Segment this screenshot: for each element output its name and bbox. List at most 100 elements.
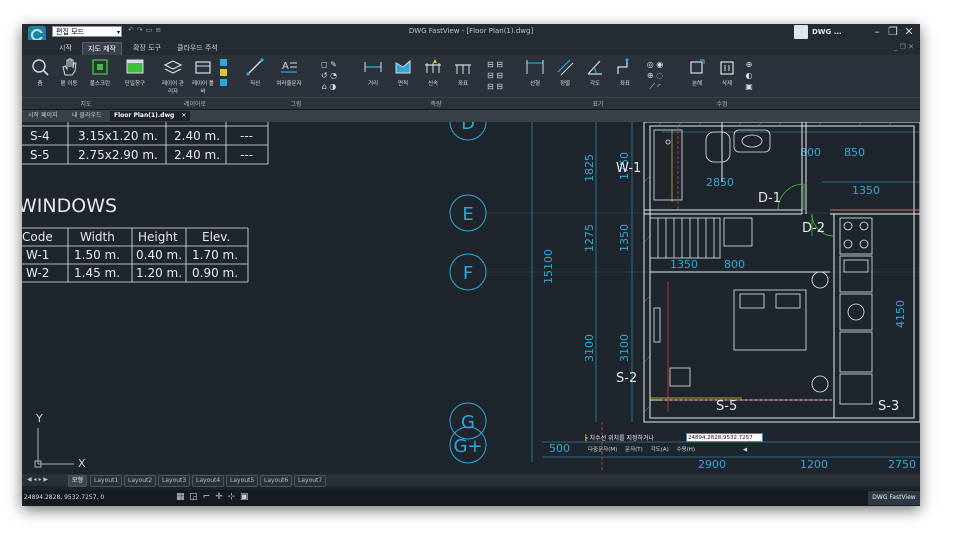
windows-cell: 1.20 m. bbox=[136, 266, 182, 280]
dim-1750: 1750 bbox=[618, 152, 631, 180]
sink bbox=[733, 129, 771, 153]
ortho-icon[interactable]: ⌐ bbox=[202, 492, 212, 502]
layer-toolbar-icon bbox=[195, 61, 211, 74]
title-bar: 편집 모드 ▾ ↶↷▭≡ DWG FastView - [Floor Plan(… bbox=[22, 24, 920, 44]
restore-button[interactable]: ❐ bbox=[888, 25, 898, 38]
close-button[interactable]: ✕ bbox=[904, 25, 914, 38]
area-button[interactable]: 면적 bbox=[392, 57, 414, 87]
angle-dim-button[interactable]: 각도 bbox=[584, 57, 606, 87]
windows-header-elev: Elev. bbox=[202, 230, 230, 244]
dim-15100: 15100 bbox=[542, 249, 555, 284]
layer-manager-button[interactable]: 레이어 관리자 bbox=[160, 57, 186, 95]
doctab-start-page[interactable]: 시작 페이지 bbox=[28, 112, 58, 119]
doctab-floor-plan[interactable]: Floor Plan(1).dwg ✕ bbox=[110, 111, 191, 121]
close-tab-icon[interactable]: ✕ bbox=[181, 112, 187, 119]
distance-button[interactable]: 거리 bbox=[362, 57, 384, 87]
mode-dropdown-value: 편집 모드 bbox=[56, 28, 84, 36]
doctab-my-cloud[interactable]: 내 클라우드 bbox=[72, 112, 102, 119]
room-tag-s2: S-2 bbox=[616, 371, 637, 386]
dim-2750: 2750 bbox=[888, 458, 916, 471]
zoom-button[interactable]: 줌 bbox=[30, 57, 50, 87]
polar-icon[interactable]: ✛ bbox=[215, 492, 224, 502]
layout-tab-4[interactable]: Layout4 bbox=[192, 475, 225, 487]
coordinate-input[interactable]: 24894.2828,9532.7257 bbox=[686, 433, 763, 442]
aligned-dim-button[interactable]: 정렬 bbox=[554, 57, 576, 87]
windows-cell: 1.50 m. bbox=[74, 248, 120, 262]
kitchen-sink bbox=[839, 255, 873, 293]
measure-extra-tools[interactable]: ⊟ ⊟⊟ ⊟⊟ ⊟ bbox=[487, 60, 503, 91]
dim-3100-a: 3100 bbox=[583, 334, 596, 362]
option-horizontal[interactable]: 수평(H) bbox=[676, 447, 696, 453]
door-tag-d2: D-2 bbox=[802, 221, 825, 236]
windows-cell: 1.45 m. bbox=[74, 266, 120, 280]
layout-tab-3[interactable]: Layout3 bbox=[158, 475, 191, 487]
mtext-button[interactable]: A 여러줄문자 bbox=[272, 57, 306, 87]
coordinate-button[interactable]: 좌표 bbox=[452, 57, 474, 87]
print-icon[interactable]: ▭ bbox=[145, 26, 156, 34]
line-button[interactable]: 직선 bbox=[244, 57, 266, 87]
line-icon bbox=[246, 58, 264, 76]
app-logo-icon[interactable] bbox=[28, 26, 46, 44]
grid-icon[interactable]: ▦ bbox=[176, 492, 186, 502]
undo-icon[interactable]: ↶ bbox=[128, 26, 137, 34]
ucs-y-label: Y bbox=[35, 412, 43, 425]
fullscreen-button[interactable]: 풀스크린 bbox=[86, 57, 114, 87]
layout-tab-7[interactable]: Layout7 bbox=[294, 475, 327, 487]
layout-tab-model[interactable]: 모형 bbox=[68, 475, 88, 487]
linear-dim-button[interactable]: 선형 bbox=[524, 57, 546, 87]
quick-dim-button[interactable]: 신속 bbox=[422, 57, 444, 87]
osnap-icon[interactable]: ⊹ bbox=[227, 492, 237, 502]
ordinate-dim-button[interactable]: 좌표 bbox=[614, 57, 636, 87]
windows-cell: 0.90 m. bbox=[192, 266, 238, 280]
windows-title: WINDOWS bbox=[22, 195, 117, 217]
fixtures bbox=[649, 129, 873, 405]
status-toggles[interactable]: ▦ ◲ ⌐ ✛ ⊹ ▣ bbox=[176, 492, 250, 502]
tab-drafting[interactable]: 지도 제작 bbox=[82, 42, 122, 55]
explode-button[interactable]: 분해 bbox=[686, 57, 708, 87]
modify-extra-tools[interactable]: ⊕◐▣ bbox=[745, 60, 753, 91]
layout-tab-5[interactable]: Layout5 bbox=[226, 475, 259, 487]
snap-icon[interactable]: ◲ bbox=[189, 492, 199, 502]
floor-plan-drawing[interactable]: S-4 3.15x1.20 m. 2.40 m. --- S-5 2.75x2.… bbox=[22, 122, 920, 474]
grid-label-f: F bbox=[463, 263, 473, 284]
desk bbox=[653, 307, 661, 343]
drawing-canvas[interactable]: S-4 3.15x1.20 m. 2.40 m. --- S-5 2.75x2.… bbox=[22, 122, 920, 474]
tab-start[interactable]: 시작 bbox=[59, 44, 72, 52]
pan-button[interactable]: 팬 이동 bbox=[58, 57, 80, 87]
grid-bubble-g bbox=[449, 402, 487, 440]
document-window-controls[interactable]: _ ❐ ✕ bbox=[893, 43, 914, 51]
layout-tab-1[interactable]: Layout1 bbox=[90, 475, 123, 487]
chair bbox=[669, 367, 691, 387]
single-window-icon bbox=[126, 59, 144, 74]
mode-dropdown[interactable]: 편집 모드 ▾ bbox=[52, 26, 122, 37]
redo-icon[interactable]: ↷ bbox=[136, 26, 146, 34]
tab-cloud-markup[interactable]: 클라우드 주석 bbox=[177, 44, 218, 52]
quick-dim-icon bbox=[425, 59, 441, 73]
layout-tab-6[interactable]: Layout6 bbox=[260, 475, 293, 487]
layout-nav-arrows[interactable]: ◀ ◂ ▸ ▶ bbox=[27, 476, 48, 483]
layer-toolbar-button[interactable]: 레이어 툴바 bbox=[190, 57, 216, 95]
annotate-extra-tools[interactable]: ◎ ◉⊕ ◌⟋ ◜ bbox=[646, 60, 664, 91]
quick-access-toolbar[interactable]: ↶↷▭≡ bbox=[128, 26, 164, 34]
layout-tab-2[interactable]: Layout2 bbox=[124, 475, 157, 487]
option-mtext[interactable]: 다중문자(M) bbox=[588, 447, 618, 453]
scroll-arrow-icon[interactable]: ◀ bbox=[742, 447, 748, 453]
erase-button[interactable]: 삭제 bbox=[716, 57, 738, 87]
schedule-elev-s5: --- bbox=[240, 148, 253, 162]
brand-label: DWG FastView bbox=[868, 491, 920, 505]
tab-extensions[interactable]: 확장 도구 bbox=[133, 44, 161, 52]
dim-1275: 1275 bbox=[583, 224, 596, 252]
minimize-button[interactable]: – bbox=[874, 25, 880, 38]
settings-icon[interactable]: ▣ bbox=[240, 492, 250, 502]
yellow-linework bbox=[650, 130, 742, 399]
option-angle[interactable]: 각도(A) bbox=[650, 447, 669, 453]
user-account[interactable]: DWG ... bbox=[794, 25, 854, 39]
more-icon[interactable]: ≡ bbox=[155, 26, 165, 34]
app-window: 편집 모드 ▾ ↶↷▭≡ DWG FastView - [Floor Plan(… bbox=[22, 24, 920, 506]
single-window-button[interactable]: 단일창구 bbox=[120, 57, 150, 87]
window-title: DWG FastView - [Floor Plan(1).dwg] bbox=[408, 27, 534, 35]
draw-extra-tools[interactable]: ◻ ✎↺ ◔⌂ ◑ bbox=[320, 60, 338, 91]
option-text[interactable]: 문자(T) bbox=[625, 447, 643, 453]
toilet bbox=[705, 131, 731, 163]
layer-extra-tools[interactable] bbox=[220, 59, 228, 86]
